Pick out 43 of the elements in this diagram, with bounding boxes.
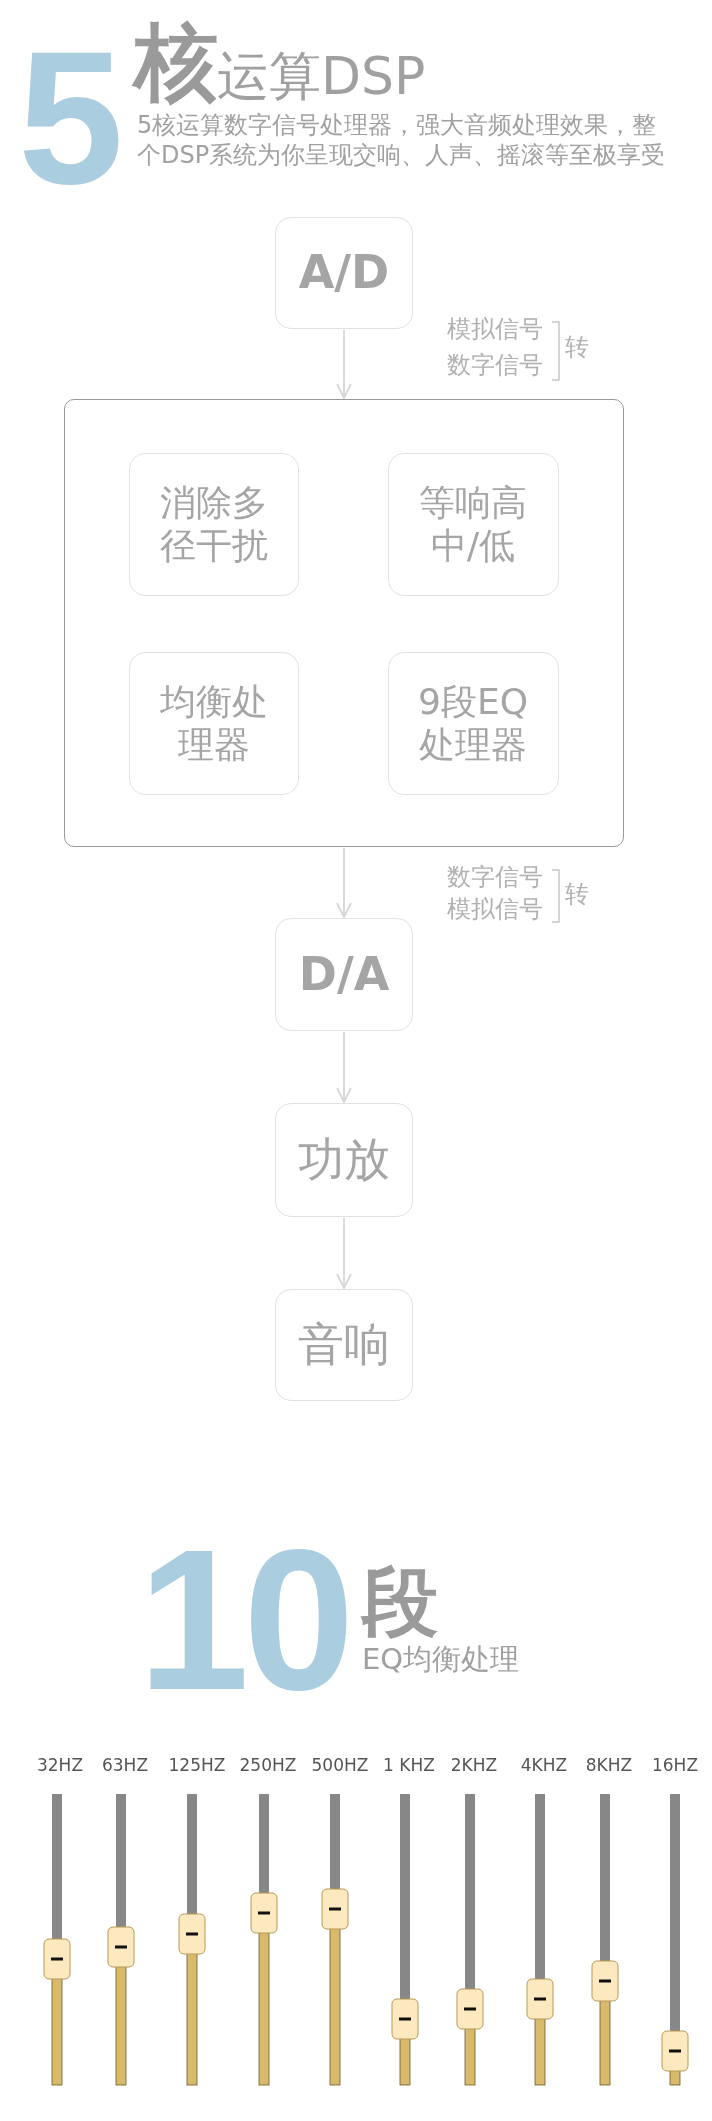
box-label: 消除多径干扰 (158, 480, 269, 568)
box-label: 音响 (298, 1317, 390, 1373)
frequency-label: 8KHZ (584, 1755, 634, 1776)
note-text: 数字信号 (447, 351, 543, 380)
frequency-label: 16HZ (650, 1755, 700, 1776)
process-box (387, 651, 559, 795)
process-box (275, 1289, 413, 1401)
process-box (275, 1103, 413, 1217)
frequency-label: 250HZ (238, 1755, 298, 1776)
heading-text: 运算DSP (217, 48, 426, 106)
note-text: 数字信号 (447, 863, 543, 892)
frequency-label: 4KHZ (519, 1755, 569, 1776)
arrow (336, 1217, 352, 1290)
big-number: 5 (18, 22, 124, 212)
frequency-label: 125HZ (167, 1755, 227, 1776)
frequency-label: 63HZ (100, 1755, 150, 1776)
frequency-label: 2KHZ (449, 1755, 499, 1776)
process-box (128, 452, 299, 596)
note-text: 转 (565, 333, 589, 362)
big-number: 10 (138, 1520, 349, 1720)
description-text: 5核运算数字信号处理器，强大音频处理效果，整个DSP系统为你呈现交响、人声、摇滚等至极享受 (137, 110, 667, 170)
frequency-label: 32HZ (35, 1755, 85, 1776)
process-box (275, 217, 413, 329)
arrow (336, 329, 352, 400)
note-text: 模拟信号 (447, 315, 543, 344)
process-box (387, 452, 559, 596)
frequency-label: 1 KHZ (382, 1755, 436, 1776)
box-label: D/A (298, 946, 390, 1003)
process-box (275, 918, 413, 1031)
subheading-text: EQ均衡处理 (362, 1642, 520, 1677)
process-box (128, 651, 299, 795)
box-label: A/D (298, 245, 390, 301)
processor-panel (64, 399, 624, 847)
box-label: 9段EQ处理器 (417, 679, 529, 767)
arrow (336, 847, 352, 919)
arrow (336, 1031, 352, 1104)
heading-text: 段 (362, 1560, 438, 1644)
note-text: 转 (565, 880, 589, 909)
frequency-label: 500HZ (310, 1755, 370, 1776)
note-text: 模拟信号 (447, 895, 543, 924)
box-label: 功放 (298, 1132, 390, 1188)
box-label: 等响高中/低 (418, 480, 528, 568)
box-label: 均衡处理器 (158, 679, 269, 767)
